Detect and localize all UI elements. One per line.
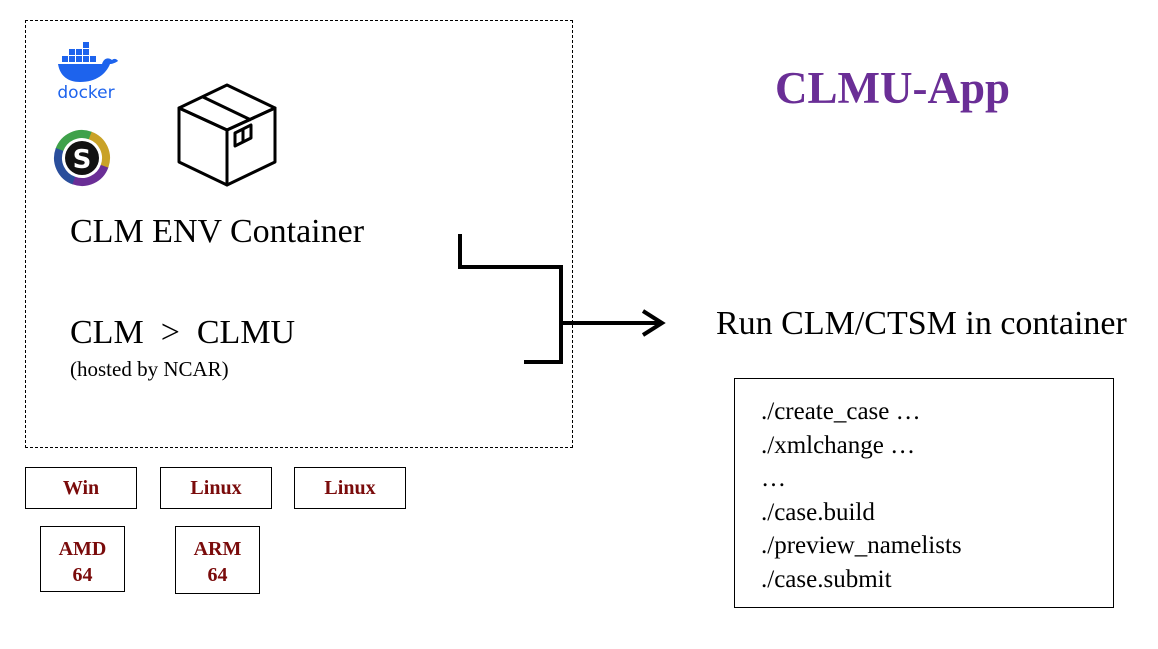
package-box-icon bbox=[177, 83, 277, 187]
command-line: ./xmlchange … bbox=[761, 431, 916, 459]
arch-amd64-line2: 64 bbox=[72, 564, 93, 586]
platform-linux-1: Linux bbox=[160, 467, 272, 509]
clm-flow-label: CLM > CLMU bbox=[70, 314, 295, 352]
command-line: … bbox=[761, 465, 786, 493]
container-title: CLM ENV Container bbox=[70, 213, 365, 250]
arch-arm64-line1: ARM bbox=[193, 538, 242, 560]
arch-amd64: AMD 64 bbox=[40, 526, 125, 592]
docker-logo: docker bbox=[57, 42, 118, 102]
command-box: ./create_case … ./xmlchange … … ./case.b… bbox=[734, 378, 1114, 608]
flow-arrow: > bbox=[160, 314, 180, 351]
singularity-logo-letter: S bbox=[73, 145, 92, 175]
singularity-logo: S bbox=[54, 130, 110, 186]
platform-linux-2: Linux bbox=[294, 467, 406, 509]
command-line: ./preview_namelists bbox=[761, 532, 962, 560]
run-label: Run CLM/CTSM in container bbox=[716, 305, 1127, 342]
container-box bbox=[25, 20, 573, 448]
arch-arm64-line2: 64 bbox=[207, 564, 228, 586]
hosted-note: (hosted by NCAR) bbox=[70, 357, 229, 381]
flow-to: CLMU bbox=[196, 314, 296, 351]
docker-logo-text: docker bbox=[57, 83, 114, 102]
command-line: ./create_case … bbox=[761, 398, 921, 425]
arch-arm64: ARM 64 bbox=[175, 526, 260, 594]
flow-from: CLM bbox=[70, 314, 144, 351]
command-line: ./case.submit bbox=[761, 565, 892, 593]
command-line: ./case.build bbox=[761, 498, 875, 526]
platform-win: Win bbox=[25, 467, 137, 509]
arch-amd64-line1: AMD bbox=[58, 538, 107, 560]
app-title: CLMU-App bbox=[775, 63, 1011, 113]
